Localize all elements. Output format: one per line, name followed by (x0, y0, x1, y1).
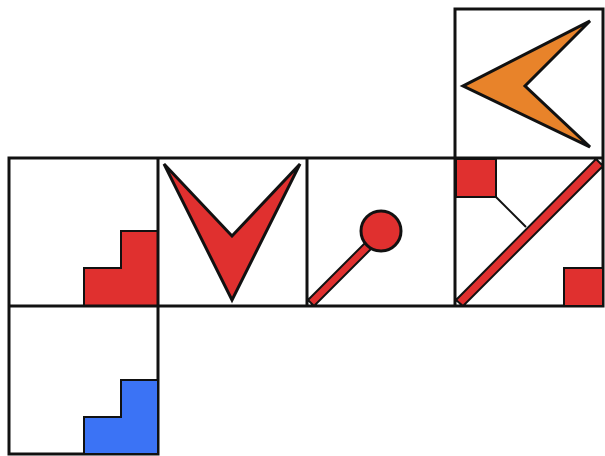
face-row-4 (455, 158, 603, 306)
face-top-right (455, 9, 603, 158)
face-row-2 (158, 158, 307, 306)
lollipop-head-icon (361, 211, 401, 251)
face-bottom-left (9, 306, 158, 454)
red-square-top-left-icon (456, 159, 496, 197)
face-row-3 (307, 158, 455, 306)
face-row-1 (9, 158, 158, 306)
red-square-bottom-right-icon (564, 268, 603, 306)
